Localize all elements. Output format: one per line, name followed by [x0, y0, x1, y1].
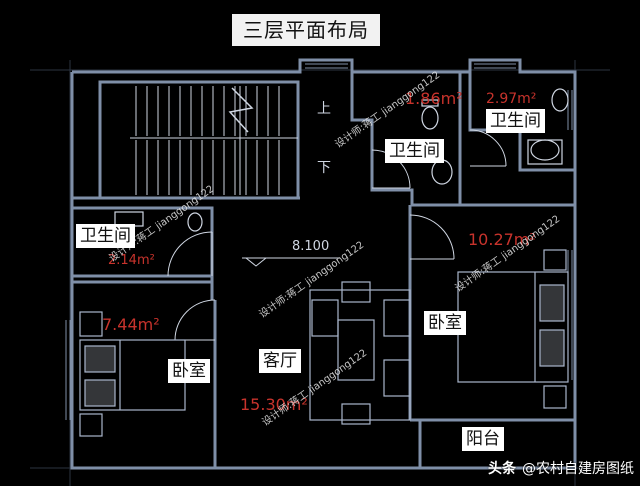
source-watermark: 头条 @农村自建房图纸 [488, 458, 634, 478]
living-room-sofa-set [309, 281, 411, 425]
area-bed-left: 7.44m² [102, 315, 160, 334]
stair-down-mark: 下 [317, 160, 331, 176]
bed-left [79, 311, 186, 437]
area-bed-right: 10.27m² [468, 230, 536, 249]
plan-title: 三层平面布局 [232, 14, 380, 46]
area-bath-center: 1.86m² [405, 89, 463, 108]
elevation-text: 8.100 [292, 239, 329, 254]
room-label-bath-center: 卫生间 [385, 139, 444, 163]
room-label-bath-right: 卫生间 [486, 109, 545, 133]
elevation-marker [242, 257, 340, 267]
room-label-bed-right: 卧室 [424, 311, 466, 335]
area-bath-left: 2.14m² [108, 253, 155, 268]
room-label-living: 客厅 [259, 349, 301, 373]
watermark-logo: 头条 [488, 461, 516, 477]
area-bath-right: 2.97m² [486, 91, 536, 107]
bath-fixtures [114, 88, 569, 232]
room-label-bath-left: 卫生间 [76, 224, 135, 248]
area-living: 15.30m² [240, 395, 308, 414]
room-label-bed-left: 卧室 [168, 359, 210, 383]
room-label-balcony: 阳台 [462, 427, 504, 451]
staircase [130, 86, 298, 195]
watermark-handle: @农村自建房图纸 [522, 461, 634, 477]
stair-up-mark: 上 [317, 101, 331, 117]
area-labels: 1.86m² 2.97m² 2.14m² 10.27m² 7.44m² 15.3… [102, 89, 536, 414]
